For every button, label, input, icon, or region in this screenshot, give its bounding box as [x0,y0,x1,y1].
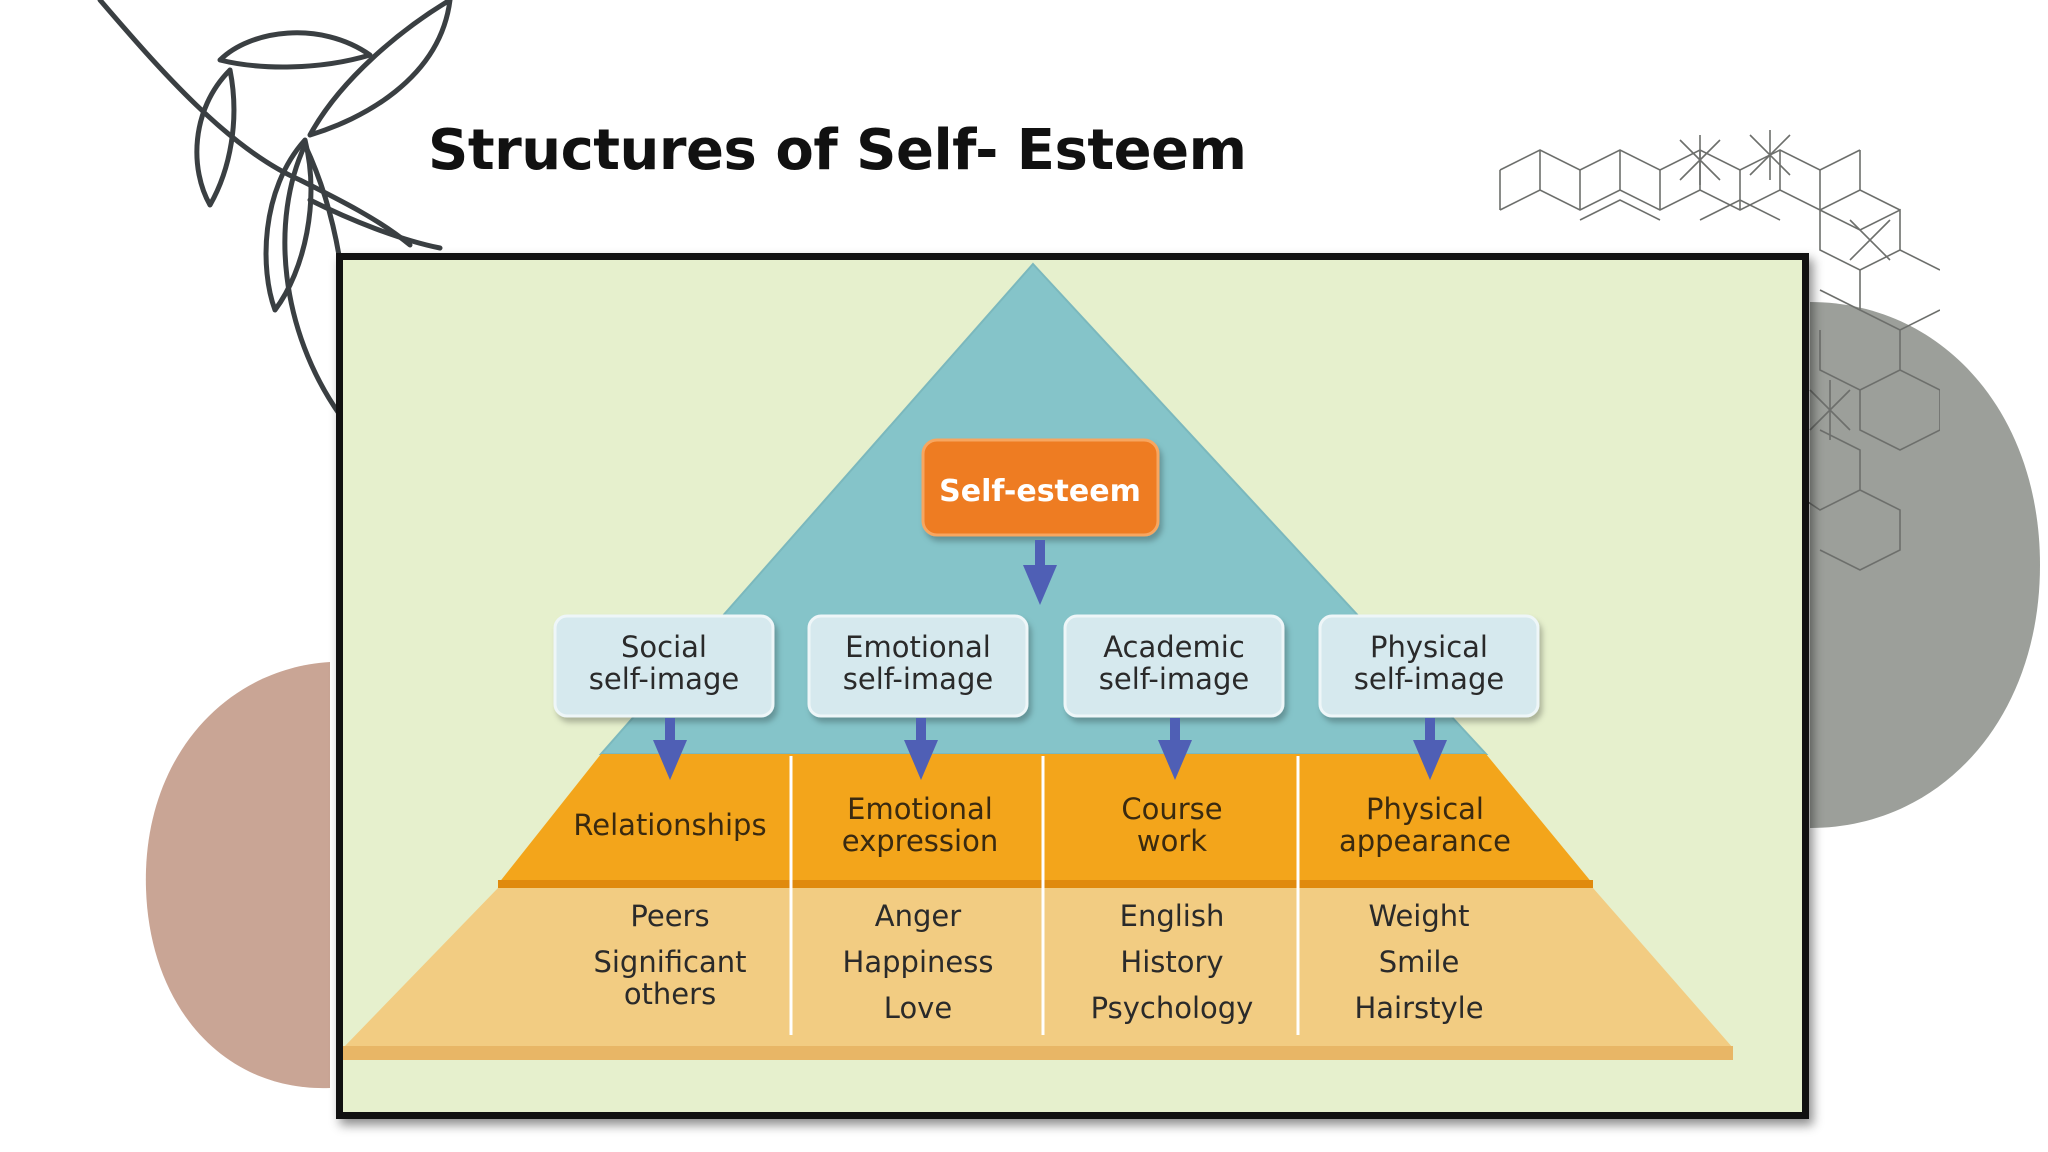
area-physical-line2: appearance [1339,824,1511,858]
example-significant: Significant [593,945,746,979]
self-image-box-social [553,614,775,718]
pyramid-middle-band [498,754,1593,884]
example-happiness: Happiness [843,945,994,979]
example-weight: Weight [1368,899,1469,933]
diagram-frame: Self-esteem Social self-image Emotional … [336,253,1809,1119]
example-smile: Smile [1379,945,1460,979]
pyramid-base-band [343,888,1733,1048]
example-others: others [624,977,716,1011]
decorative-geometric-pattern [1499,130,1940,571]
self-image-emotional-line2: self-image [843,662,993,696]
example-psychology: Psychology [1091,991,1254,1025]
self-image-academic-line1: Academic [1103,630,1245,664]
self-esteem-pyramid-diagram: Self-esteem Social self-image Emotional … [343,262,1733,1060]
arrow-down-icon [1023,540,1057,605]
decorative-leaf-branch [97,0,453,418]
self-image-social-line2: self-image [589,662,739,696]
self-image-physical-line1: Physical [1370,630,1488,664]
example-english: English [1120,899,1225,933]
example-peers: Peers [630,899,709,933]
area-emotional-line1: Emotional [847,792,993,826]
arrow-down-icon [1413,718,1447,780]
self-image-box-physical [1318,614,1540,718]
self-image-social-line1: Social [621,630,707,664]
example-history: History [1120,945,1223,979]
area-emotional-line2: expression [842,824,998,858]
base-band-edge [343,1046,1733,1060]
example-anger: Anger [875,899,961,933]
arrow-down-icon [653,718,687,780]
example-hairstyle: Hairstyle [1354,991,1483,1025]
arrow-down-icon [1158,718,1192,780]
area-relationships: Relationships [573,808,766,842]
self-image-box-emotional [807,614,1029,718]
slide-title: Structures of Self- Esteem [428,118,1247,183]
area-course-line1: Course [1121,792,1222,826]
decorative-pink-blob [145,662,330,1089]
self-image-box-academic [1063,614,1285,718]
self-image-academic-line2: self-image [1099,662,1249,696]
self-image-physical-line2: self-image [1354,662,1504,696]
self-esteem-label: Self-esteem [939,474,1141,509]
area-physical-line1: Physical [1366,792,1484,826]
area-course-line2: work [1137,824,1207,858]
arrow-down-icon [904,718,938,780]
example-love: Love [884,991,952,1025]
self-esteem-box [921,438,1160,537]
self-image-emotional-line1: Emotional [845,630,991,664]
middle-band-edge [498,880,1593,888]
